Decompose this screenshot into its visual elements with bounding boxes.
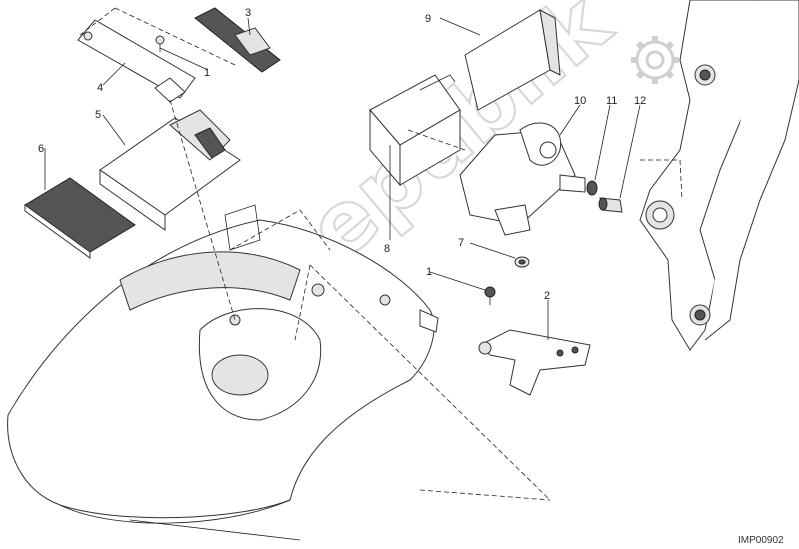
gear-icon: [631, 36, 679, 84]
part-10-holder: [459, 122, 586, 236]
part-11-grommet: [586, 180, 598, 196]
frame-section: [639, 0, 799, 351]
callout-1-mid: 1: [426, 266, 432, 278]
callout-4: 4: [97, 82, 103, 94]
leader-lines: [44, 17, 641, 340]
callout-7: 7: [458, 237, 464, 249]
callout-2: 2: [544, 290, 550, 302]
part-7-nut: [514, 256, 530, 268]
part-1-screw-top: [155, 35, 165, 52]
part-1-screw-mid: [484, 286, 496, 305]
callout-9: 9: [425, 13, 431, 25]
reference-code: IMP00902: [738, 535, 784, 546]
tail-housing: [7, 204, 439, 541]
callout-3: 3: [245, 7, 251, 19]
callouts: 1 2 3 4 5 6 7 8 9 10 11 12 1: [38, 7, 646, 302]
callout-6: 6: [38, 143, 44, 155]
callout-5: 5: [95, 109, 101, 121]
part-12-bushing: [598, 197, 623, 213]
assembly-lines: [79, 7, 551, 501]
callout-1: 1: [204, 67, 210, 79]
part-5-tray: [99, 109, 241, 231]
part-4-bracket: [77, 19, 196, 103]
part-2-bracket: [478, 329, 591, 396]
callout-12: 12: [634, 95, 646, 107]
part-8-ecu: [369, 74, 461, 187]
part-6-pad: [24, 177, 136, 259]
part-9-module: [464, 9, 561, 111]
callout-10: 10: [574, 95, 586, 107]
callout-8: 8: [384, 243, 390, 255]
callout-11: 11: [606, 95, 617, 107]
part-3-strap: [194, 7, 281, 73]
